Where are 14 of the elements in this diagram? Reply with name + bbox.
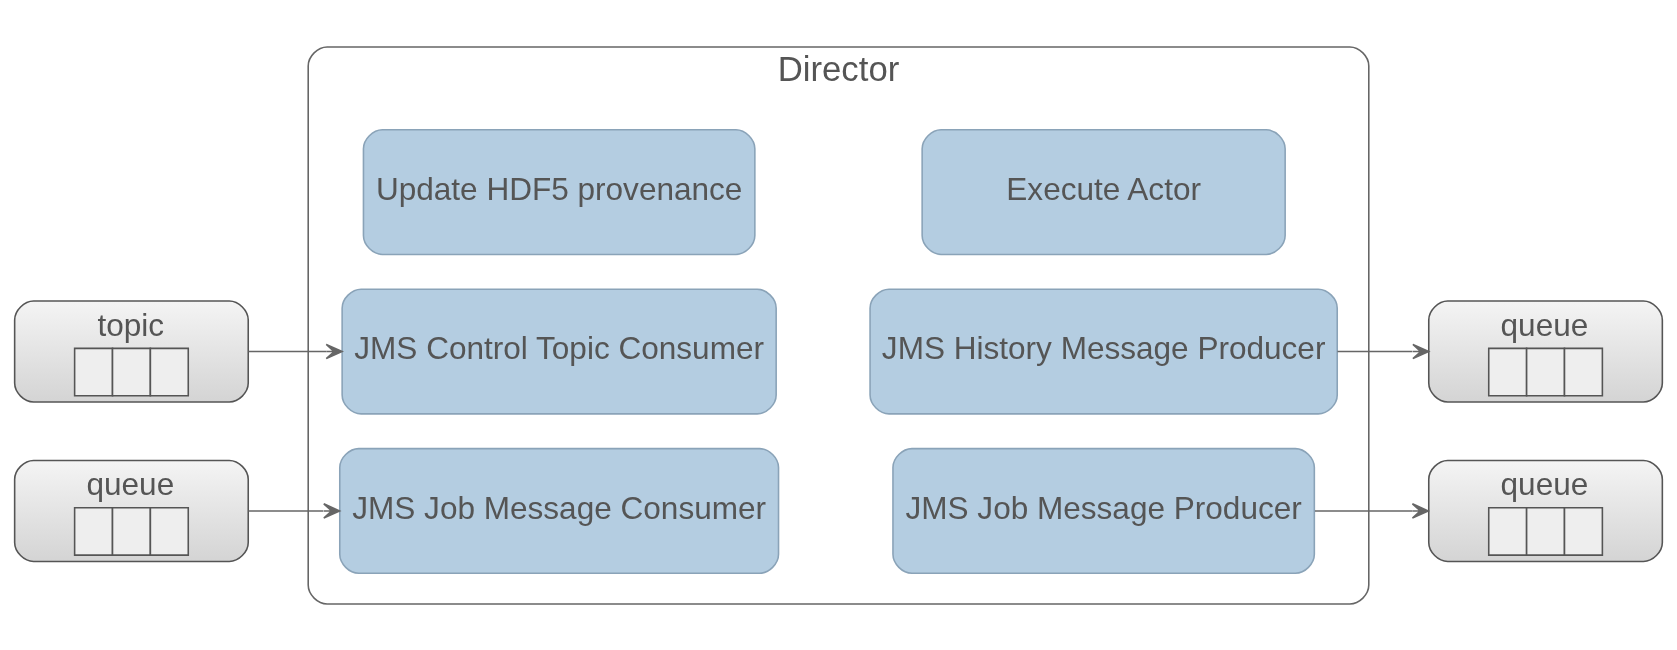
node-box: Update HDF5 provenance <box>362 128 756 255</box>
node-box: JMS Control Topic Consumer <box>341 287 777 415</box>
arrow <box>247 343 343 359</box>
node-box: queue <box>1428 459 1664 562</box>
node-box: JMS Job Message Producer <box>892 447 1316 574</box>
node-box: topic <box>13 299 249 403</box>
arrow <box>1314 502 1429 519</box>
node-box: JMS History Message Producer <box>869 287 1338 415</box>
node-box: queue <box>1428 299 1664 403</box>
arrow <box>247 502 341 519</box>
node-box: queue <box>13 459 249 562</box>
node-box: JMS Job Message Consumer <box>338 447 780 574</box>
arrow <box>1336 343 1430 359</box>
node-box: Execute Actor <box>921 128 1286 255</box>
